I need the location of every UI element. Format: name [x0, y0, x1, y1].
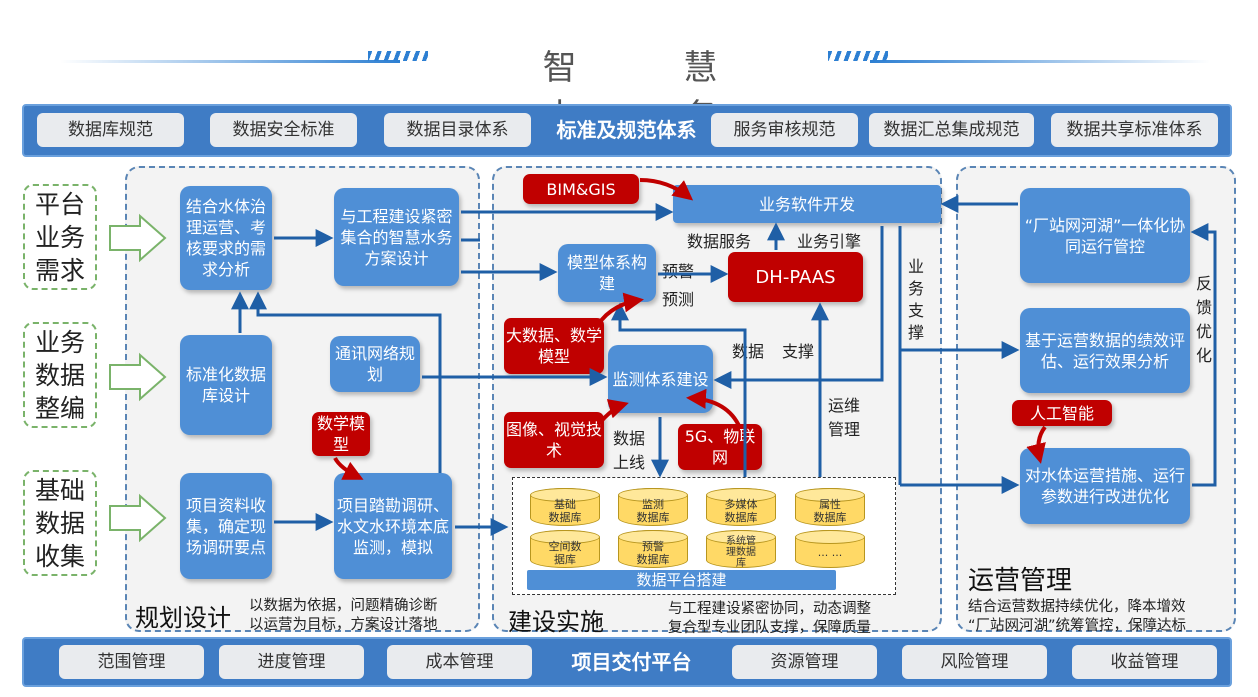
math-model-tag: 数学模型 [312, 412, 370, 456]
db-design-box: 标准化数据库设计 [180, 335, 272, 435]
delivery-item: 收益管理 [1072, 645, 1217, 679]
title-stripes-right [828, 51, 888, 61]
planning-section-desc: 以数据为依据，问题精确诊断 以运营为目标，方案设计落地 [249, 598, 438, 633]
hollow-arrows [109, 213, 167, 543]
coop-control-box: “厂站网河湖”一体化协同运行管控 [1020, 188, 1190, 283]
collect-box: 项目资料收集，确定现场调研要点 [180, 473, 272, 579]
feedback-label: 反 馈 优 化 [1196, 274, 1213, 365]
database-cylinder: 监测 数据库 [618, 488, 688, 526]
dh-paas-box: DH-PAAS [728, 252, 863, 302]
title-stripes-left [368, 51, 428, 61]
survey-box: 项目踏勘调研、水文水环境本底监测，模拟 [334, 473, 452, 579]
bigdata-tag: 大数据、数学模型 [504, 318, 604, 374]
software-dev-box: 业务软件开发 [673, 185, 941, 223]
need-business-data: 业务 数据 整编 [23, 322, 97, 428]
database-cylinder: 预警 数据库 [618, 530, 688, 568]
construction-section-desc: 与工程建设紧密协同，动态调整 复合型专业团队支撑，保障质量 [668, 601, 871, 636]
standard-item: 数据汇总集成规范 [869, 113, 1034, 147]
delivery-band-title: 项目交付平台 [571, 650, 692, 674]
monitor-system-box: 监测体系建设 [608, 345, 713, 413]
ai-tag: 人工智能 [1012, 400, 1112, 426]
database-cylinder: 多媒体 数据库 [706, 488, 776, 526]
model-system-box: 模型体系构建 [558, 244, 656, 302]
network-plan-box: 通讯网络规划 [330, 336, 420, 392]
scheme-design-box: 与工程建设紧密集合的智慧水务方案设计 [334, 188, 459, 286]
database-cylinder: 系统管 理数据 库 [706, 530, 776, 569]
operation-section-name: 运营管理 [968, 566, 1073, 596]
governance-analysis-box: 结合水体治理运营、考核要求的需求分析 [180, 186, 272, 290]
data-service-label: 数据服务 [687, 232, 752, 251]
iot-tag: 5G、物联网 [678, 424, 762, 470]
title-line-left [60, 60, 400, 63]
construction-section-name: 建设实施 [508, 608, 604, 636]
delivery-item: 风险管理 [902, 645, 1047, 679]
ops-label: 运维 管理 [828, 396, 861, 439]
standard-item: 服务审核规范 [711, 113, 858, 147]
standards-band: 数据库规范 数据安全标准 数据目录体系 标准及规范体系 服务审核规范 数据汇总集… [22, 104, 1232, 157]
operation-section-desc: 结合运营数据持续优化，降本增效 “厂站网河湖”统筹管控，保障达标 [968, 599, 1187, 634]
predict-label: 预测 [662, 290, 695, 309]
performance-eval-box: 基于运营数据的绩效评估、运行效果分析 [1020, 308, 1190, 393]
database-cylinder: ... ... [795, 530, 865, 568]
warn-label: 预警 [662, 262, 695, 281]
delivery-item: 进度管理 [219, 645, 364, 679]
delivery-item: 资源管理 [732, 645, 877, 679]
optimize-box: 对水体运营措施、运行参数进行改进优化 [1020, 448, 1190, 524]
standards-band-title: 标准及规范体系 [556, 118, 697, 142]
biz-engine-label: 业务引擎 [797, 232, 862, 251]
standard-item: 数据共享标准体系 [1051, 113, 1218, 147]
standard-item: 数据目录体系 [384, 113, 531, 147]
data-label: 数据 [732, 342, 765, 361]
standard-item: 数据库规范 [37, 113, 184, 147]
database-cylinder: 属性 数据库 [795, 488, 865, 526]
delivery-band: 范围管理 进度管理 成本管理 项目交付平台 资源管理 风险管理 收益管理 [22, 637, 1232, 687]
delivery-item: 范围管理 [59, 645, 204, 679]
database-cylinder: 空间数 据库 [530, 530, 600, 568]
standard-item: 数据安全标准 [210, 113, 357, 147]
biz-support-label: 业 务 支 撑 [908, 257, 925, 342]
need-platform: 平台 业务 需求 [23, 184, 97, 290]
need-basic-data: 基础 数据 收集 [23, 470, 97, 576]
bim-gis-tag: BIM&GIS [523, 174, 639, 204]
delivery-item: 成本管理 [387, 645, 532, 679]
data-platform-bar: 数据平台搭建 [527, 570, 836, 590]
data-up-label: 数据 上线 [613, 429, 646, 472]
title-line-right [870, 60, 1210, 63]
image-vision-tag: 图像、视觉技术 [504, 412, 604, 468]
support-label: 支撑 [782, 342, 815, 361]
database-cylinder: 基础 数据库 [530, 488, 600, 526]
planning-section-name: 规划设计 [135, 604, 231, 632]
